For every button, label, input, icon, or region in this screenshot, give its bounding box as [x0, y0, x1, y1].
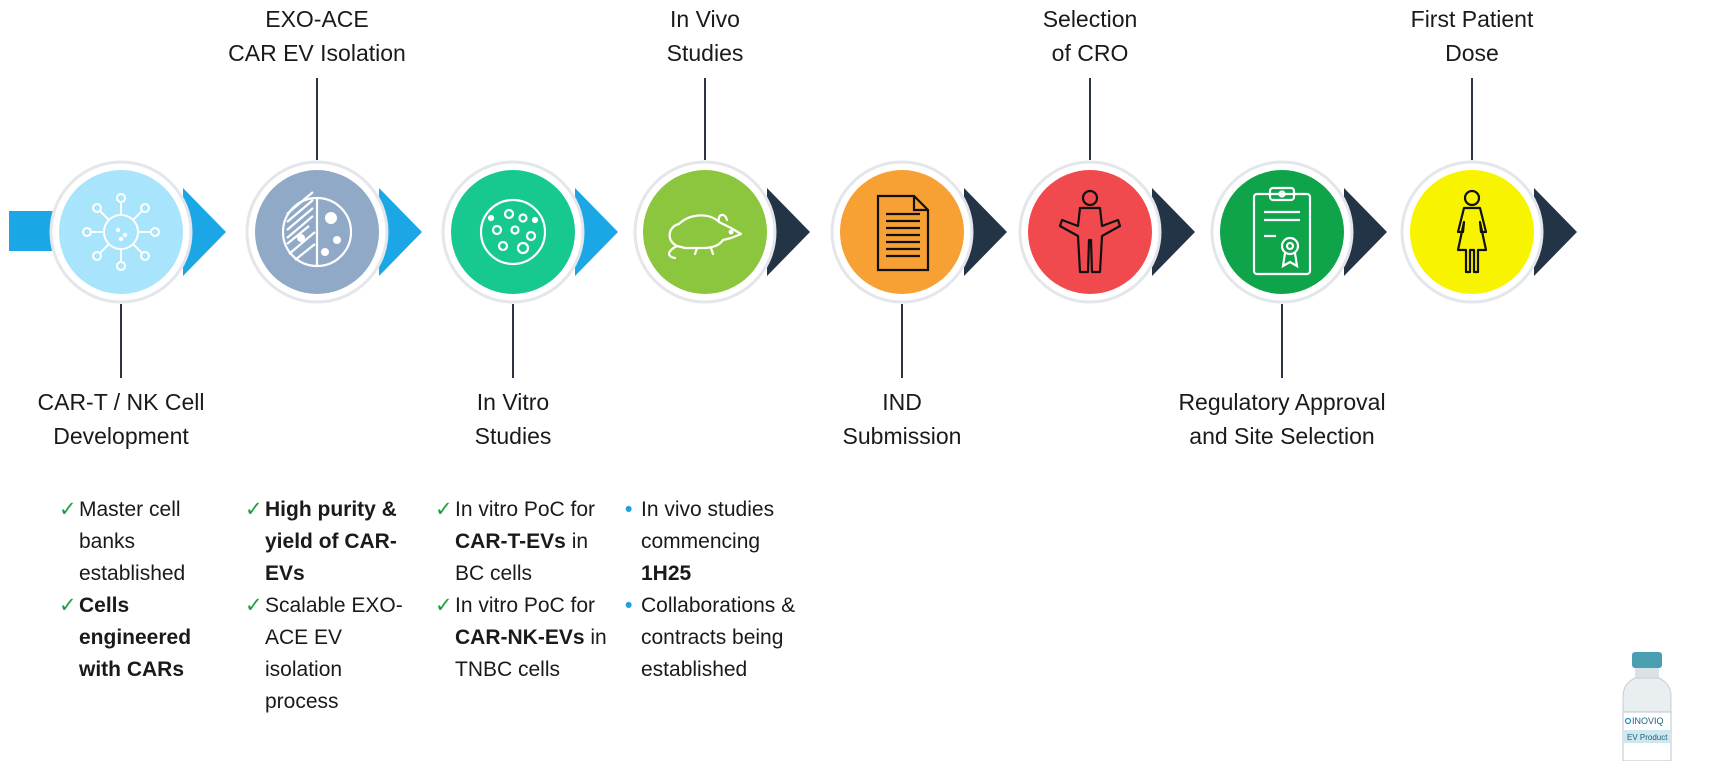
progress-text: in TNBC cells: [455, 626, 607, 681]
progress-text: CAR-NK-EVs: [455, 626, 585, 649]
milestone-arrow: [964, 188, 1007, 276]
milestone-label-top: In Vivo Studies: [666, 6, 744, 66]
checkmark-icon: ✓: [245, 498, 263, 521]
progress-text: In vivo studies commencing: [641, 498, 775, 553]
progress-text: Scalable EXO-ACE EV isolation process: [265, 594, 403, 713]
connector-line: [1281, 304, 1283, 378]
milestone-arrow: [183, 188, 226, 276]
milestone-label-bottom: IND Submission: [842, 389, 962, 449]
progress-text: In vitro PoC for: [455, 594, 596, 617]
progress-column-1: ✓Master cell banks established✓Cells eng…: [59, 494, 209, 686]
connector-line: [1089, 78, 1091, 160]
bullet-icon: •: [625, 498, 633, 521]
connector-line: [704, 78, 706, 160]
milestone-circle: [1028, 170, 1152, 294]
milestone-stage-3: [438, 160, 638, 327]
milestone-label-top: Selection of CRO: [1042, 6, 1138, 66]
milestone-arrow: [1344, 188, 1387, 276]
document-icon: [876, 194, 930, 272]
progress-text: in BC cells: [455, 530, 589, 585]
progress-item: ✓Cells engineered with CARs: [59, 590, 209, 686]
milestone-stage-1: [46, 160, 246, 327]
progress-text: In vitro PoC for: [455, 498, 596, 521]
certificate-clipboard-icon: [1252, 186, 1312, 276]
milestone-label-bottom: CAR-T / NK Cell Development: [37, 389, 205, 449]
connector-line: [316, 78, 318, 160]
svg-text:INOVIQ: INOVIQ: [1632, 716, 1664, 726]
connector-line: [120, 304, 122, 378]
connector-line: [512, 304, 514, 378]
milestone-circle: [1410, 170, 1534, 294]
milestone-stage-4: [630, 160, 830, 327]
progress-item: • In vivo studies commencing 1H25: [621, 494, 796, 590]
progress-text: 1H25: [641, 562, 692, 585]
milestone-label-top: EXO-ACE CAR EV Isolation: [228, 6, 406, 66]
ev-product-vial: INOVIQ EV Product: [1617, 652, 1677, 762]
milestone-arrow: [1534, 188, 1577, 276]
virus-cell-icon: [82, 193, 160, 271]
milestone-circle: [840, 170, 964, 294]
patient-icon: [1456, 189, 1488, 274]
progress-column-2: ✓High purity & yield of CAR-EVs✓Scalable…: [245, 494, 415, 718]
milestone-arrow: [575, 188, 618, 276]
milestone-circle: [59, 170, 183, 294]
svg-text:EV Product: EV Product: [1627, 733, 1668, 742]
progress-item: ✓Master cell banks established: [59, 494, 209, 590]
milestone-label-bottom: In Vitro Studies: [474, 389, 552, 449]
milestone-stage-8: [1397, 160, 1597, 327]
bullet-icon: •: [625, 594, 633, 617]
milestone-stage-7: [1207, 160, 1407, 327]
connector-line: [1471, 78, 1473, 160]
progress-text: CAR-T-EVs: [455, 530, 566, 553]
milestone-arrow: [379, 188, 422, 276]
milestone-label-bottom: Regulatory Approval and Site Selection: [1178, 389, 1386, 449]
progress-column-4: • In vivo studies commencing 1H25 • Collabo…: [621, 494, 796, 686]
progress-text: Cells engineered with CARs: [79, 594, 192, 681]
connector-line: [901, 304, 903, 378]
checkmark-icon: ✓: [435, 498, 453, 521]
milestone-arrow: [1152, 188, 1195, 276]
milestone-arrow: [767, 188, 810, 276]
milestone-stage-5: [827, 160, 1027, 327]
progress-item: ✓Scalable EXO-ACE EV isolation process: [245, 590, 415, 718]
milestone-circle: [1220, 170, 1344, 294]
progress-text: Master cell banks established: [79, 498, 186, 585]
progress-column-3: ✓In vitro PoC for CAR-T-EVs in BC cells✓…: [435, 494, 615, 686]
progress-item: ✓In vitro PoC for CAR-T-EVs in BC cells: [435, 494, 615, 590]
petri-dish-icon: [281, 191, 353, 268]
cells-culture-icon: [479, 198, 547, 266]
checkmark-icon: ✓: [59, 594, 77, 617]
milestone-circle: [643, 170, 767, 294]
milestone-label-top: First Patient Dose: [1410, 6, 1534, 66]
checkmark-icon: ✓: [59, 498, 77, 521]
milestone-stage-2: [242, 160, 442, 327]
progress-item: • Collaborations & contracts being establ…: [621, 590, 796, 686]
mouse-icon: [668, 213, 743, 260]
person-shrug-icon: [1058, 189, 1122, 274]
progress-text: Collaborations & contracts being establi…: [641, 594, 796, 681]
checkmark-icon: ✓: [245, 594, 263, 617]
milestone-stage-6: [1015, 160, 1215, 327]
progress-text: High purity & yield of CAR-EVs: [265, 498, 397, 585]
progress-item: ✓In vitro PoC for CAR-NK-EVs in TNBC cel…: [435, 590, 615, 686]
progress-item: ✓High purity & yield of CAR-EVs: [245, 494, 415, 590]
checkmark-icon: ✓: [435, 594, 453, 617]
